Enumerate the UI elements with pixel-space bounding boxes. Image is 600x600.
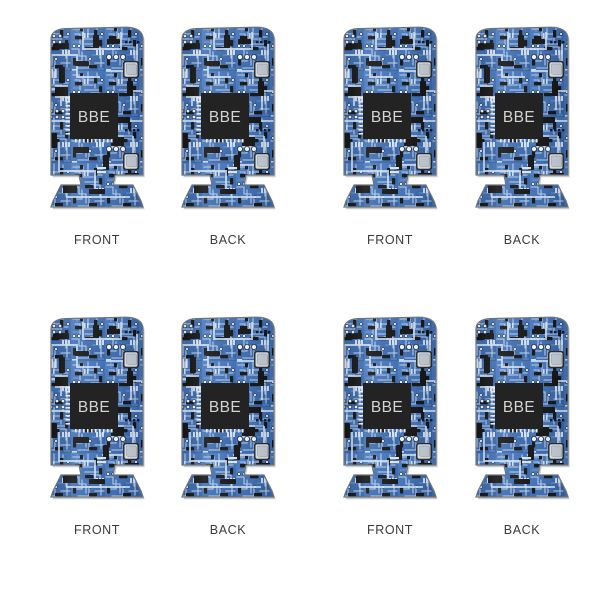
monogram-chip: BBE — [358, 383, 411, 433]
monogram-text: BBE — [209, 399, 241, 416]
product-card-koozie-2[interactable]: BBE BACK — [168, 25, 288, 247]
monogram-chip: BBE — [358, 93, 411, 143]
koozie-image-koozie-2[interactable]: BBE — [168, 25, 288, 225]
koozie-image-koozie-4[interactable]: BBE — [462, 25, 582, 225]
monogram-text: BBE — [371, 109, 403, 126]
monogram-chip: BBE — [65, 383, 118, 433]
monogram-text: BBE — [78, 399, 110, 416]
koozie-image-koozie-6[interactable]: BBE — [168, 315, 288, 515]
product-card-koozie-3[interactable]: BBE FRONT — [330, 25, 450, 247]
koozie-illustration: BBE — [181, 26, 276, 210]
koozie-illustration: BBE — [343, 26, 438, 210]
view-label-koozie-3: FRONT — [366, 233, 414, 247]
koozie-image-koozie-7[interactable]: BBE — [330, 315, 450, 515]
view-label-koozie-6: BACK — [209, 523, 247, 537]
koozie-illustration: BBE — [50, 316, 145, 500]
product-card-koozie-7[interactable]: BBE FRONT — [330, 315, 450, 537]
koozie-illustration: BBE — [475, 316, 570, 500]
monogram-text: BBE — [503, 399, 535, 416]
monogram-chip: BBE — [196, 93, 249, 143]
view-label-koozie-2: BACK — [209, 233, 247, 247]
koozie-image-koozie-1[interactable]: BBE — [37, 25, 157, 225]
monogram-chip: BBE — [65, 93, 118, 143]
view-label-koozie-4: BACK — [503, 233, 541, 247]
product-card-koozie-1[interactable]: BBE FRONT — [37, 25, 157, 247]
monogram-text: BBE — [209, 109, 241, 126]
koozie-image-koozie-8[interactable]: BBE — [462, 315, 582, 515]
view-label-koozie-7: FRONT — [366, 523, 414, 537]
view-label-koozie-8: BACK — [503, 523, 541, 537]
product-card-koozie-4[interactable]: BBE BACK — [462, 25, 582, 247]
product-card-koozie-8[interactable]: BBE BACK — [462, 315, 582, 537]
product-card-koozie-6[interactable]: BBE BACK — [168, 315, 288, 537]
monogram-chip: BBE — [490, 93, 543, 143]
koozie-illustration: BBE — [343, 316, 438, 500]
monogram-chip: BBE — [490, 383, 543, 433]
koozie-illustration: BBE — [475, 26, 570, 210]
koozie-image-koozie-3[interactable]: BBE — [330, 25, 450, 225]
product-card-koozie-5[interactable]: BBE FRONT — [37, 315, 157, 537]
koozie-illustration: BBE — [181, 316, 276, 500]
monogram-text: BBE — [503, 109, 535, 126]
monogram-text: BBE — [78, 109, 110, 126]
view-label-koozie-5: FRONT — [73, 523, 121, 537]
monogram-chip: BBE — [196, 383, 249, 433]
monogram-text: BBE — [371, 399, 403, 416]
view-label-koozie-1: FRONT — [73, 233, 121, 247]
koozie-illustration: BBE — [50, 26, 145, 210]
koozie-image-koozie-5[interactable]: BBE — [37, 315, 157, 515]
